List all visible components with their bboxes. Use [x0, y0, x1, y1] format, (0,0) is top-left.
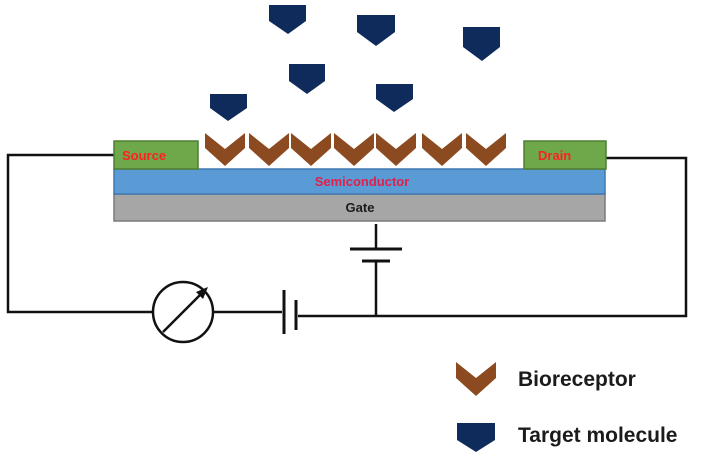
semiconductor-layer: [113, 168, 606, 195]
bioreceptor-icon: [334, 133, 374, 166]
target-molecules: [210, 5, 500, 121]
target-molecule-icon: [463, 27, 500, 61]
source-electrode: [113, 140, 199, 170]
semiconductor-label: Semiconductor: [315, 174, 410, 189]
gate-label: Gate: [346, 200, 375, 215]
legend-bioreceptor-label: Bioreceptor: [518, 368, 636, 391]
bioreceptor-row: [205, 133, 506, 166]
target-molecule-icon: [210, 94, 247, 121]
bioreceptor-icon: [422, 133, 462, 166]
circuit-wires: [6, 153, 688, 318]
legend: Bioreceptor Target molecule: [456, 362, 678, 452]
left-wire: [6, 153, 153, 314]
bioreceptor-icon: [291, 133, 331, 166]
target-molecule-icon: [357, 15, 395, 46]
source-label: Source: [122, 148, 166, 163]
meter-icon: [151, 280, 215, 344]
drain-electrode: [523, 140, 607, 170]
legend-bioreceptor-icon: [456, 362, 496, 396]
right-wire: [298, 156, 688, 318]
bioreceptor-icon: [205, 133, 245, 166]
bioreceptor-icon: [466, 133, 506, 166]
legend-target-molecule-label: Target molecule: [518, 424, 678, 447]
bioreceptor-icon: [376, 133, 416, 166]
gate-capacitor-symbol: [350, 247, 402, 263]
target-molecule-icon: [289, 64, 325, 94]
target-molecule-icon: [376, 84, 413, 112]
drain-label: Drain: [538, 148, 571, 163]
battery-symbol: [282, 290, 298, 334]
legend-target-molecule-icon: [457, 423, 495, 452]
target-molecule-icon: [269, 5, 306, 34]
bioreceptor-icon: [249, 133, 289, 166]
